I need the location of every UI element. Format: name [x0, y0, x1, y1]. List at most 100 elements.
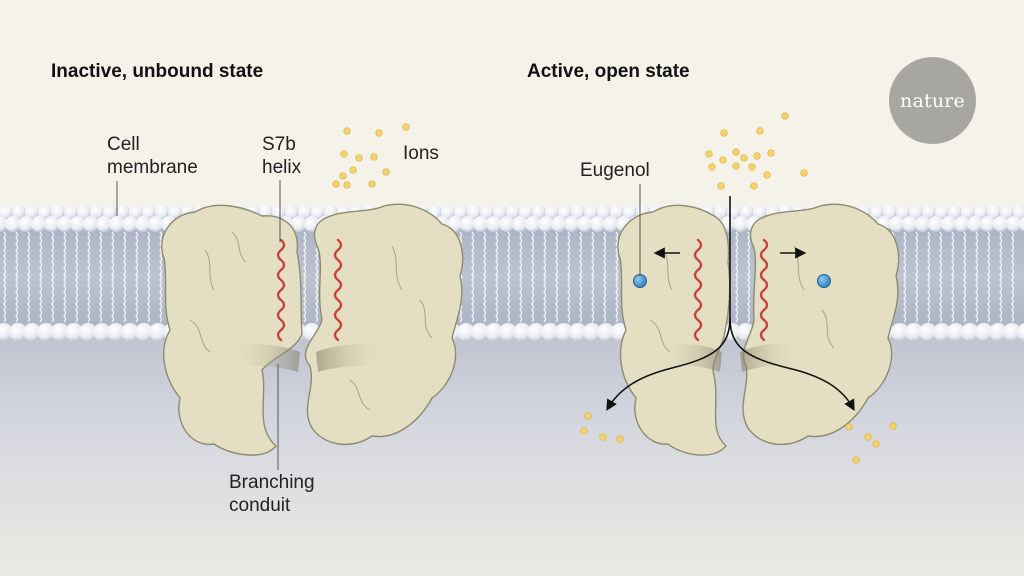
lipid-head: [25, 205, 39, 219]
ion-flow-arrow-left: [606, 196, 731, 411]
protein-surface-detail: [391, 245, 403, 291]
lipid-tail: [63, 273, 67, 323]
ion-particle: [756, 127, 764, 135]
lipid-head: [902, 216, 918, 232]
lipid-tail: [999, 231, 1003, 281]
lipid-head: [541, 323, 559, 341]
eugenol-molecule: [817, 274, 831, 288]
helix-squiggle: [276, 238, 286, 342]
lipid-tail: [99, 231, 103, 281]
lipid-tail: [567, 273, 571, 323]
lipid-tail: [111, 231, 115, 281]
lipid-head: [51, 323, 69, 341]
lipid-tail: [735, 273, 739, 323]
ions-group: [332, 112, 897, 464]
lipid-head: [31, 216, 47, 232]
s7b-helix-label-line1: S7b: [262, 134, 296, 155]
lipid-tail: [495, 231, 499, 281]
lipid-tail: [315, 273, 319, 323]
lipid-tail: [579, 273, 583, 323]
lipid-tail: [1011, 273, 1015, 323]
ion-particle: [402, 123, 410, 131]
lipid-head: [109, 216, 125, 232]
lipid-head: [473, 216, 489, 232]
ion-particle: [732, 148, 740, 156]
lipid-head: [597, 205, 611, 219]
lipid-head: [12, 205, 26, 219]
lipid-head: [922, 205, 936, 219]
lipid-head: [583, 323, 601, 341]
lipid-tail: [15, 231, 19, 281]
lipid-head: [870, 205, 884, 219]
lipid-tail: [87, 231, 91, 281]
lipid-tail: [531, 273, 535, 323]
lipid-head: [538, 216, 554, 232]
lipid-tail: [507, 231, 511, 281]
lipid-head: [623, 205, 637, 219]
lipid-head: [948, 205, 962, 219]
ion-particle: [349, 166, 357, 174]
ion-particle: [343, 127, 351, 135]
ion-particle: [708, 163, 716, 171]
ion-particle: [584, 412, 592, 420]
lipid-tail: [495, 273, 499, 323]
lipid-tail: [987, 231, 991, 281]
lipid-head: [5, 216, 21, 232]
lipid-head: [603, 216, 619, 232]
eugenol-label: Eugenol: [580, 160, 650, 181]
extracellular-space: [0, 0, 1024, 210]
ion-particle: [889, 422, 897, 430]
lipid-head: [0, 216, 8, 232]
lipid-tail: [507, 273, 511, 323]
protein-surface-detail: [419, 299, 433, 339]
right-panel-heading: Active, open state: [527, 61, 690, 82]
lipid-head: [116, 205, 130, 219]
lipid-head: [933, 323, 951, 341]
ion-particle: [720, 129, 728, 137]
lipid-head: [989, 323, 1007, 341]
lipid-head: [499, 216, 515, 232]
lipid-head: [79, 323, 97, 341]
s7b-helices: [276, 238, 769, 342]
ion-particle: [845, 423, 853, 431]
lipid-head: [532, 205, 546, 219]
lipid-head: [18, 216, 34, 232]
lipid-head: [980, 216, 996, 232]
nature-logo-text: nature: [900, 89, 965, 112]
lipid-head: [597, 323, 615, 341]
right-channel-subunit-a: [617, 204, 731, 456]
helix-squiggle: [693, 238, 703, 342]
lipid-tail: [3, 231, 7, 281]
nature-logo: nature: [889, 57, 976, 144]
lipid-tail: [555, 231, 559, 281]
lipid-tail: [939, 231, 943, 281]
lipid-tail: [927, 273, 931, 323]
lipid-head: [714, 205, 728, 219]
lipid-head: [1017, 323, 1024, 341]
lipid-head: [993, 216, 1009, 232]
lipid-head: [1000, 205, 1014, 219]
lipid-tail: [543, 231, 547, 281]
left-panel-heading: Inactive, unbound state: [51, 61, 264, 82]
lipid-head: [155, 205, 169, 219]
ion-particle: [382, 168, 390, 176]
lipid-tail: [579, 231, 583, 281]
lipid-head: [499, 323, 517, 341]
lipid-tail: [75, 273, 79, 323]
lipid-tail: [963, 231, 967, 281]
lipid-head: [975, 323, 993, 341]
lipid-head: [129, 205, 143, 219]
lipid-head: [485, 323, 503, 341]
lipid-tail: [747, 273, 751, 323]
lipid-tail: [603, 273, 607, 323]
lipid-head: [512, 216, 528, 232]
ion-particle: [580, 427, 588, 435]
lipid-tail: [135, 273, 139, 323]
ion-particle: [750, 182, 758, 190]
lipid-tail: [975, 273, 979, 323]
lipid-head: [1013, 205, 1024, 219]
lipid-head: [135, 216, 151, 232]
lipid-tail: [915, 273, 919, 323]
lipid-head: [506, 205, 520, 219]
